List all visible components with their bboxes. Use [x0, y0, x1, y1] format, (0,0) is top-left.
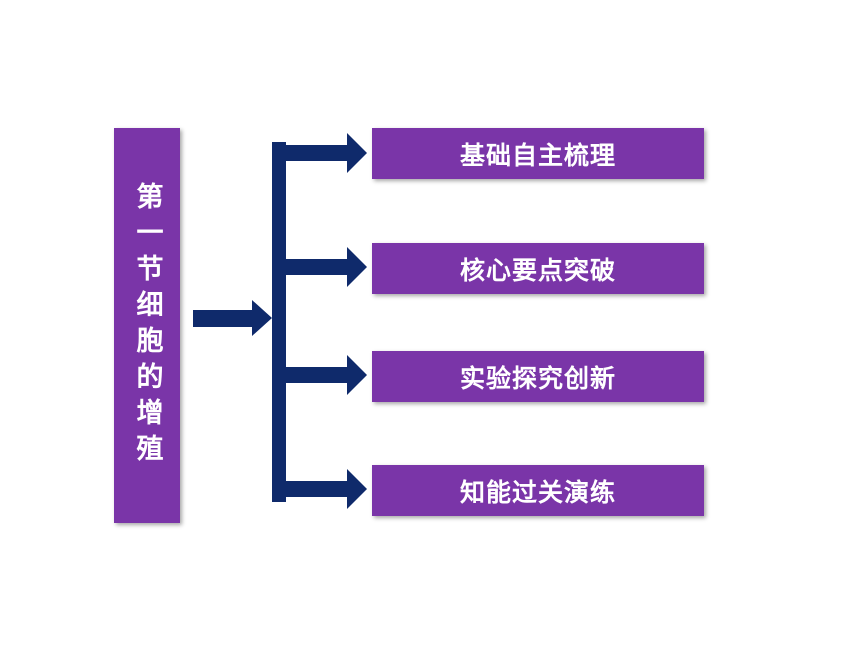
item-label-4: 知能过关演练 — [459, 477, 616, 507]
item-box-2[interactable]: 核心要点突破 — [372, 243, 704, 294]
item-box-3[interactable]: 实验探究创新 — [372, 351, 704, 402]
item-label-2: 核心要点突破 — [459, 255, 616, 285]
branch-arrow-3 — [286, 355, 367, 395]
item-label-1: 基础自主梳理 — [459, 140, 616, 170]
title-text: 第一节细胞的增殖 — [131, 181, 163, 470]
branch-arrow-1 — [286, 133, 367, 173]
bracket-bar — [272, 142, 286, 502]
item-label-3: 实验探究创新 — [459, 363, 616, 393]
branch-arrow-4 — [286, 469, 367, 509]
title-box: 第一节细胞的增殖 — [114, 128, 180, 523]
main-arrow — [193, 300, 272, 336]
branch-arrow-2 — [286, 247, 367, 287]
item-box-1[interactable]: 基础自主梳理 — [372, 128, 704, 179]
item-box-4[interactable]: 知能过关演练 — [372, 465, 704, 516]
